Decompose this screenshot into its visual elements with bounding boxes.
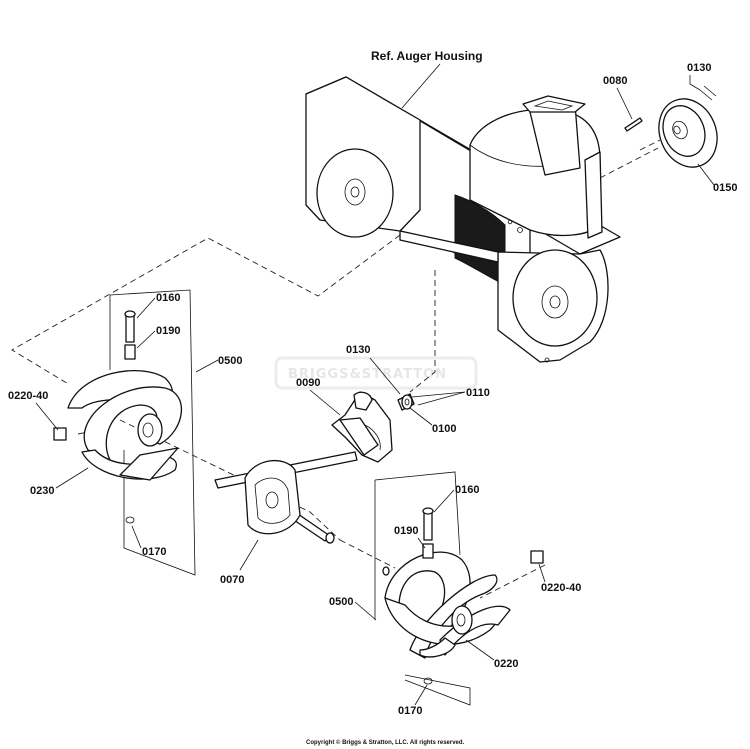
- label-0080: 0080: [603, 75, 627, 87]
- pulley-centerline: [599, 147, 659, 179]
- key-centerline: [639, 139, 661, 151]
- label-0150: 0150: [713, 182, 737, 194]
- ref-auger-housing-callout: Ref. Auger Housing: [371, 49, 483, 109]
- auger-housing: [305, 76, 621, 363]
- label-0170-right: 0170: [398, 705, 422, 717]
- label-0090: 0090: [296, 377, 320, 389]
- label-0220-40-right: 0220-40: [541, 582, 581, 594]
- brand-watermark: BRIGGS&STRATTON: [274, 356, 478, 390]
- label-0220: 0220: [494, 658, 518, 670]
- impeller-0090: [331, 391, 393, 463]
- right-auger-assembly: [374, 471, 544, 706]
- assembly-dashed-lines: [11, 234, 546, 599]
- label-0100: 0100: [432, 423, 456, 435]
- copyright-notice: Copyright © Briggs & Stratton, LLC. All …: [306, 739, 465, 746]
- setscrew-0130-top: [699, 85, 717, 101]
- label-0160-right: 0160: [455, 484, 479, 496]
- pulley-0150: [658, 98, 718, 168]
- label-0230: 0230: [30, 485, 54, 497]
- gearbox-shaft-0070: [214, 451, 358, 544]
- left-auger-assembly: [53, 289, 196, 576]
- label-0190-left: 0190: [156, 325, 180, 337]
- label-0500-right: 0500: [329, 596, 353, 608]
- key-0080: [624, 117, 643, 132]
- ref-auger-housing-label: Ref. Auger Housing: [371, 49, 483, 63]
- label-0130-mid: 0130: [346, 344, 370, 356]
- label-0500-left: 0500: [218, 355, 242, 367]
- label-0130-top: 0130: [687, 62, 711, 74]
- label-0070: 0070: [220, 574, 244, 586]
- label-0220-40-left: 0220-40: [8, 390, 48, 402]
- label-0160-left: 0160: [156, 292, 180, 304]
- label-0170-left: 0170: [142, 546, 166, 558]
- watermark-text: BRIGGS&STRATTON: [288, 367, 447, 382]
- label-0110: 0110: [466, 387, 490, 399]
- label-0190-right: 0190: [394, 525, 418, 537]
- bearing-0100: [397, 393, 415, 411]
